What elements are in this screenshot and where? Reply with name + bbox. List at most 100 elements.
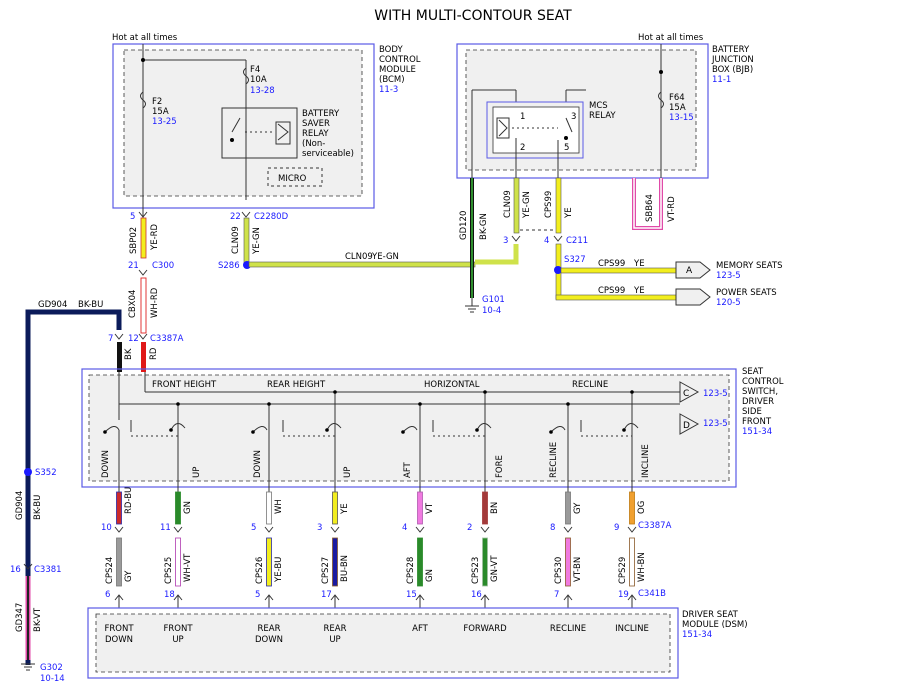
lead-pin-bottom: 5 bbox=[255, 590, 260, 600]
svg-text:4: 4 bbox=[544, 236, 549, 246]
svg-text:CLN09: CLN09 bbox=[503, 190, 513, 218]
lead-circuit: CPS27 bbox=[321, 557, 331, 584]
connector-chevron bbox=[415, 526, 425, 533]
svg-text:10-14: 10-14 bbox=[40, 674, 65, 684]
svg-text:C2280D: C2280D bbox=[254, 212, 289, 222]
dsm-pin-label: UP bbox=[172, 635, 183, 645]
svg-text:S286: S286 bbox=[218, 261, 240, 271]
lead-wire-bottom bbox=[417, 537, 423, 587]
lead-circuit: CPS24 bbox=[105, 557, 115, 584]
svg-text:S352: S352 bbox=[35, 468, 57, 478]
dsm-pin-label: DOWN bbox=[255, 635, 283, 645]
lead-wire-bottom bbox=[629, 537, 635, 587]
connector-arrow bbox=[415, 594, 425, 608]
svg-text:FRONT: FRONT bbox=[742, 417, 772, 427]
lead-pin-top: 2 bbox=[467, 523, 472, 533]
svg-text:REAR HEIGHT: REAR HEIGHT bbox=[267, 380, 326, 390]
connector-arrow bbox=[330, 594, 340, 608]
svg-text:SBB64: SBB64 bbox=[645, 194, 655, 222]
lead-pin-bottom: 16 bbox=[471, 590, 482, 600]
svg-text:MICRO: MICRO bbox=[278, 174, 307, 184]
lead-pin-top: 9 bbox=[614, 523, 619, 533]
svg-text:16: 16 bbox=[10, 565, 21, 575]
lead-color-top: BN bbox=[490, 502, 500, 514]
svg-text:C: C bbox=[683, 389, 689, 399]
wire-gd904: GD904 BK-BU S352 GD904 BK-BU 16 C3381 GD… bbox=[10, 300, 122, 684]
lead-wire-bottom bbox=[175, 537, 181, 587]
lead-pin-bottom: 7 bbox=[554, 590, 559, 600]
connector-chevron bbox=[480, 526, 490, 533]
lead-wire-top bbox=[175, 491, 181, 525]
svg-text:BOX (BJB): BOX (BJB) bbox=[712, 65, 753, 75]
svg-text:3: 3 bbox=[503, 236, 508, 246]
svg-text:CONTROL: CONTROL bbox=[742, 377, 784, 387]
svg-text:RELAY: RELAY bbox=[302, 129, 329, 139]
lead-color-bottom: WH-VT bbox=[183, 553, 193, 582]
dsm-pin-label: AFT bbox=[412, 624, 429, 634]
svg-text:CLN09: CLN09 bbox=[231, 226, 241, 254]
svg-text:S327: S327 bbox=[564, 255, 586, 265]
connector-arrow bbox=[173, 594, 183, 608]
svg-text:15A: 15A bbox=[152, 107, 169, 117]
svg-text:5: 5 bbox=[130, 212, 135, 222]
lead-color-bottom: YE-BU bbox=[274, 557, 284, 583]
svg-text:RECLINE: RECLINE bbox=[572, 380, 608, 390]
svg-text:YE: YE bbox=[633, 259, 645, 269]
svg-text:MEMORY SEATS: MEMORY SEATS bbox=[716, 261, 783, 271]
lead-color-top: VT bbox=[425, 502, 435, 514]
splice-s327 bbox=[554, 266, 562, 274]
svg-text:11-3: 11-3 bbox=[379, 85, 398, 95]
svg-text:GD904: GD904 bbox=[15, 491, 25, 520]
svg-text:5: 5 bbox=[564, 143, 569, 153]
svg-text:BK-BU: BK-BU bbox=[33, 495, 43, 520]
lead-pin-bottom: 17 bbox=[321, 590, 332, 600]
svg-text:15A: 15A bbox=[669, 103, 686, 113]
lead-wire-bottom bbox=[266, 537, 272, 587]
svg-text:C3381: C3381 bbox=[34, 565, 62, 575]
bcm-module: Hot at all times BODY CONTROL MODULE (BC… bbox=[112, 33, 421, 240]
svg-text:11-1: 11-1 bbox=[712, 75, 731, 85]
connector-arrow bbox=[563, 594, 573, 608]
dsm-pin-label: INCLINE bbox=[615, 624, 649, 634]
svg-text:DRIVER: DRIVER bbox=[742, 397, 774, 407]
svg-text:C341B: C341B bbox=[638, 589, 666, 599]
lead-color-top: YE bbox=[340, 503, 350, 515]
svg-text:151-34: 151-34 bbox=[682, 630, 712, 640]
svg-text:(Non-: (Non- bbox=[302, 139, 325, 149]
svg-text:151-34: 151-34 bbox=[742, 427, 772, 437]
dsm-pin-label: UP bbox=[329, 635, 340, 645]
lead-wire-bottom bbox=[565, 537, 571, 587]
svg-text:C211: C211 bbox=[566, 236, 588, 246]
svg-text:Hot at all times: Hot at all times bbox=[638, 33, 704, 43]
lead-color-bottom: VT-BN bbox=[573, 557, 583, 582]
svg-text:BK-VT: BK-VT bbox=[33, 607, 43, 632]
svg-text:AFT: AFT bbox=[403, 461, 413, 478]
lead-color-top: RD-BU bbox=[124, 487, 134, 514]
svg-text:1: 1 bbox=[520, 112, 525, 122]
svg-text:CPS99: CPS99 bbox=[544, 191, 554, 218]
lead-pin-bottom: 19 bbox=[618, 590, 629, 600]
lead-circuit: CPS29 bbox=[618, 557, 628, 584]
driver-seat-module: DRIVER SEAT MODULE (DSM) 151-34 bbox=[87, 607, 748, 679]
lead-pin-top: 11 bbox=[160, 523, 171, 533]
connector-chevron bbox=[330, 526, 340, 533]
wire-cbx04: CBX04 WH-RD 7 12 C3387A BK RD bbox=[108, 277, 184, 372]
svg-text:13-25: 13-25 bbox=[152, 117, 177, 127]
connector-chevron bbox=[627, 526, 637, 533]
svg-text:GD347: GD347 bbox=[15, 603, 25, 632]
lead-circuit: CPS26 bbox=[255, 557, 265, 584]
lead-circuit: CPS28 bbox=[406, 557, 416, 584]
dsm-pin-label: DOWN bbox=[105, 635, 133, 645]
svg-text:YE-RD: YE-RD bbox=[150, 223, 160, 251]
svg-text:DOWN: DOWN bbox=[253, 450, 263, 478]
svg-text:MCS: MCS bbox=[589, 101, 608, 111]
svg-text:RD: RD bbox=[149, 347, 159, 360]
diagram-title: WITH MULTI-CONTOUR SEAT bbox=[374, 8, 572, 24]
lead-wire-top bbox=[417, 491, 423, 525]
